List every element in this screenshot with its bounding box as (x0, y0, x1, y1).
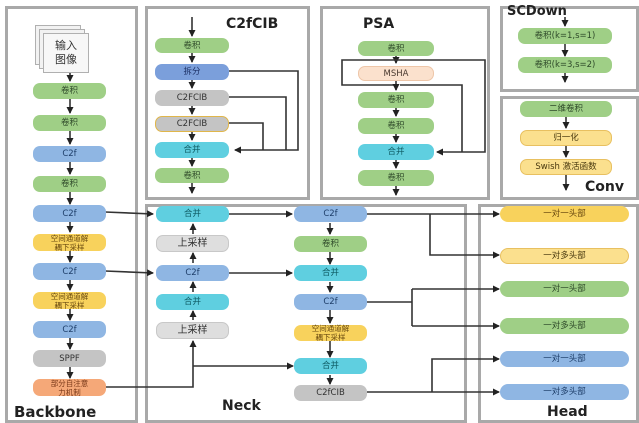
neck-left-concat-1: 合并 (156, 206, 229, 222)
bb-c2f-2: C2f (33, 205, 106, 222)
c2fcib-conv-1: 卷积 (155, 38, 229, 53)
psa-conv-1: 卷积 (358, 41, 434, 56)
c2fcib-cib-2: C2FCIB (155, 116, 229, 132)
input-label: 输入图像 (55, 39, 77, 66)
scdown-title: SCDown (507, 4, 567, 19)
scdown-conv-2: 卷积(k=3,s=2) (518, 57, 612, 73)
c2fcib-conv-2: 卷积 (155, 168, 229, 183)
scdown-panel (500, 6, 639, 92)
head-one2many-1: 一对多头部 (500, 248, 629, 264)
c2fcib-title: C2fCIB (226, 16, 279, 32)
neck-right-c2f-2: C2f (294, 294, 367, 310)
neck-right-scdown: 空间通道解耦下采样 (294, 324, 367, 342)
psa-conv-4: 卷积 (358, 170, 434, 186)
bb-conv-3: 卷积 (33, 176, 106, 192)
neck-right-c2f-1: C2f (294, 206, 367, 222)
psa-concat: 合并 (358, 144, 434, 160)
neck-right-concat-1: 合并 (294, 265, 367, 281)
neck-title: Neck (222, 398, 261, 414)
bb-conv-2: 卷积 (33, 115, 106, 131)
head-one2one-2: 一对一头部 (500, 281, 629, 297)
head-one2many-3: 一对多头部 (500, 384, 629, 400)
head-one2one-1: 一对一头部 (500, 206, 629, 222)
conv-norm: 归一化 (520, 130, 612, 146)
conv-swish: Swish 激活函数 (520, 159, 612, 175)
bb-conv-1: 卷积 (33, 83, 106, 99)
image-sheet-front: 输入图像 (43, 33, 89, 73)
neck-left-upsample-1: 上采样 (156, 235, 229, 252)
bb-c2f-4: C2f (33, 321, 106, 338)
c2fcib-concat: 合并 (155, 142, 229, 158)
psa-conv-2: 卷积 (358, 92, 434, 108)
psa-title: PSA (363, 16, 395, 32)
c2fcib-split: 拆分 (155, 64, 229, 80)
conv-conv2d: 二维卷积 (520, 101, 612, 117)
conv-title: Conv (585, 179, 624, 195)
bb-c2f-1: C2f (33, 146, 106, 162)
head-title: Head (547, 404, 588, 420)
neck-left-upsample-2: 上采样 (156, 322, 229, 339)
neck-left-c2f: C2f (156, 265, 229, 281)
psa-conv-3: 卷积 (358, 118, 434, 134)
input-image: 输入图像 (35, 25, 95, 73)
psa-msha: MSHA (358, 66, 434, 81)
bb-psa: 部分自注意力机制 (33, 379, 106, 397)
head-one2many-2: 一对多头部 (500, 318, 629, 334)
neck-right-conv: 卷积 (294, 236, 367, 252)
bb-scdown-1: 空间通道解耦下采样 (33, 234, 106, 252)
neck-left-concat-2: 合并 (156, 294, 229, 310)
scdown-conv-1: 卷积(k=1,s=1) (518, 28, 612, 44)
backbone-title: Backbone (14, 403, 97, 421)
neck-right-c2fcib: C2fCIB (294, 385, 367, 401)
neck-right-concat-2: 合并 (294, 358, 367, 374)
bb-c2f-3: C2f (33, 263, 106, 280)
head-one2one-3: 一对一头部 (500, 351, 629, 367)
c2fcib-cib-1: C2FCIB (155, 90, 229, 106)
bb-scdown-2: 空间通道解耦下采样 (33, 292, 106, 310)
bb-sppf: SPPF (33, 350, 106, 367)
